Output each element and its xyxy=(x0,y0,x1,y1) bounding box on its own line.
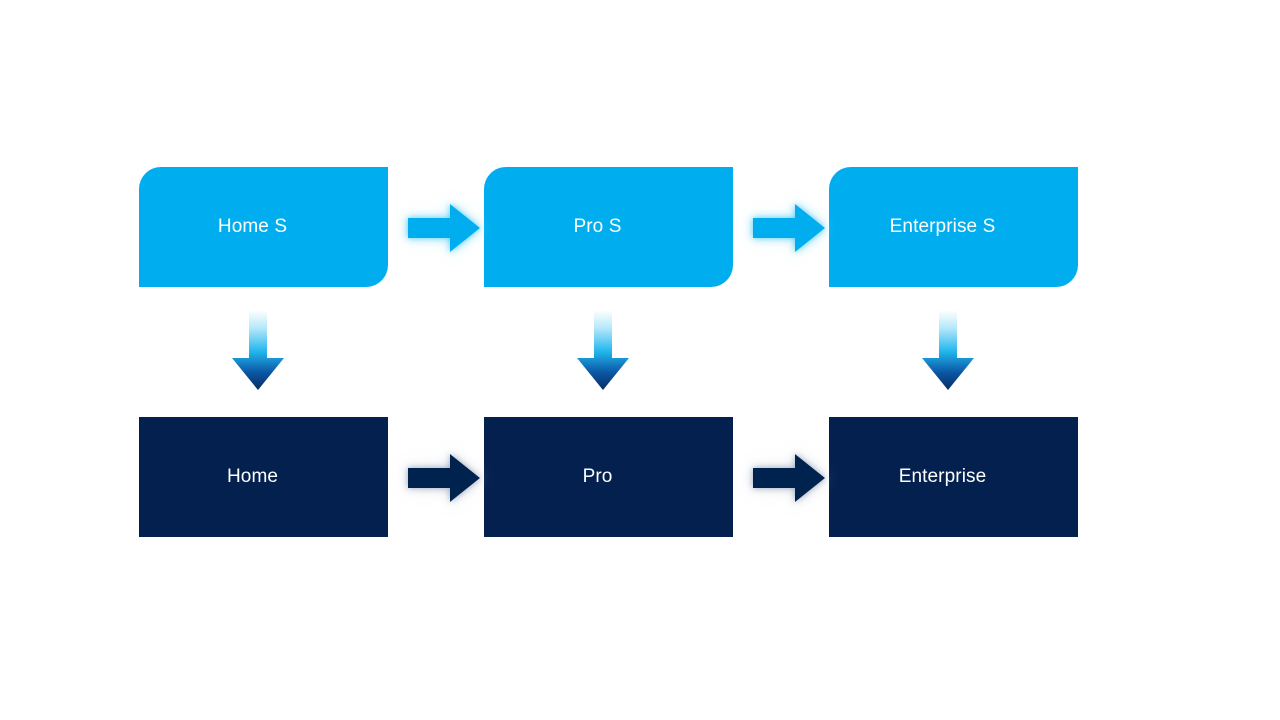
arrow-right-icon-pro-s-to-enterprise-s xyxy=(753,202,825,254)
node-label: Pro S xyxy=(573,215,622,237)
arrow-right-icon-pro-to-enterprise xyxy=(753,452,825,504)
node-pro-s[interactable]: Pro S xyxy=(484,167,733,287)
node-enterprise[interactable]: Enterprise xyxy=(829,417,1078,537)
node-pro[interactable]: Pro xyxy=(484,417,733,537)
arrow-right-icon-home-to-pro xyxy=(408,452,480,504)
node-label: Home xyxy=(226,465,279,487)
node-label: Enterprise xyxy=(898,465,987,487)
node-label: Pro xyxy=(582,465,613,487)
node-enterprise-s[interactable]: Enterprise S xyxy=(829,167,1078,287)
node-home[interactable]: Home xyxy=(139,417,388,537)
node-home-s[interactable]: Home S xyxy=(139,167,388,287)
arrow-down-icon-enterprise-s-to-enterprise xyxy=(922,310,974,390)
node-label: Home S xyxy=(217,215,288,237)
arrow-down-icon-home-s-to-home xyxy=(232,310,284,390)
arrow-right-icon-home-s-to-pro-s xyxy=(408,202,480,254)
node-label: Enterprise S xyxy=(889,215,996,237)
arrow-down-icon-pro-s-to-pro xyxy=(577,310,629,390)
